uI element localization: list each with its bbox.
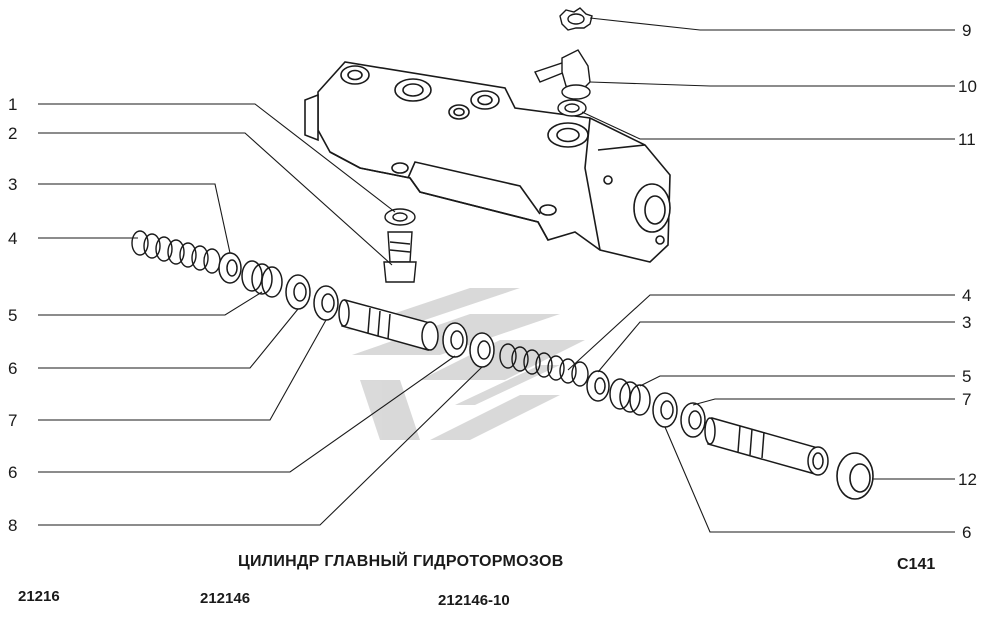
callout-1: 1 <box>8 95 17 114</box>
model-code-3: 212146-10 <box>438 592 510 609</box>
right-ring-7 <box>680 402 706 438</box>
secondary-piston <box>704 417 829 476</box>
callout-3: 3 <box>8 175 17 194</box>
center-ring-6 <box>442 322 468 358</box>
callout-6r: 6 <box>962 523 971 542</box>
left-seal-5 <box>241 260 283 298</box>
left-ring-7 <box>313 285 339 321</box>
left-spring-4 <box>131 230 221 274</box>
callout-4: 4 <box>8 229 17 248</box>
callout-7r: 7 <box>962 390 971 409</box>
washer-1 <box>384 208 416 226</box>
leader-lines <box>38 17 955 533</box>
right-ring-6 <box>652 392 678 428</box>
pipe-fitting-10 <box>534 49 591 100</box>
right-spring-4 <box>499 343 589 387</box>
model-code-1: 21216 <box>18 588 60 605</box>
left-ring-6 <box>285 274 311 310</box>
model-code-2: 212146 <box>200 590 251 607</box>
callout-8: 8 <box>8 516 17 535</box>
callout-9: 9 <box>962 21 971 40</box>
lock-washer-9 <box>559 7 593 31</box>
page-code: С141 <box>897 556 936 573</box>
callout-5r: 5 <box>962 367 971 386</box>
left-cup-3 <box>218 252 242 284</box>
right-seal-5 <box>609 378 651 416</box>
right-callouts: 9 10 11 4 3 5 7 12 6 <box>958 21 977 542</box>
callout-5: 5 <box>8 306 17 325</box>
cylinder-body <box>304 61 671 263</box>
callout-4r: 4 <box>962 286 971 305</box>
callout-12: 12 <box>958 470 977 489</box>
left-callouts: 1 2 3 4 5 6 7 6 8 <box>8 95 17 535</box>
callout-3r: 3 <box>962 313 971 332</box>
stop-bolt-2 <box>383 231 417 283</box>
right-cup-3 <box>586 370 610 402</box>
callout-6b: 6 <box>8 463 17 482</box>
boot-12 <box>836 452 874 500</box>
callout-10: 10 <box>958 77 977 96</box>
primary-piston <box>338 299 439 351</box>
callout-11: 11 <box>958 130 976 149</box>
callout-2: 2 <box>8 124 17 143</box>
callout-7: 7 <box>8 411 17 430</box>
sealing-washer-11 <box>557 99 587 117</box>
diagram-title: ЦИЛИНДР ГЛАВНЫЙ ГИДРОТОРМОЗОВ <box>238 553 564 570</box>
callout-6: 6 <box>8 359 17 378</box>
center-ring-8 <box>469 332 495 368</box>
